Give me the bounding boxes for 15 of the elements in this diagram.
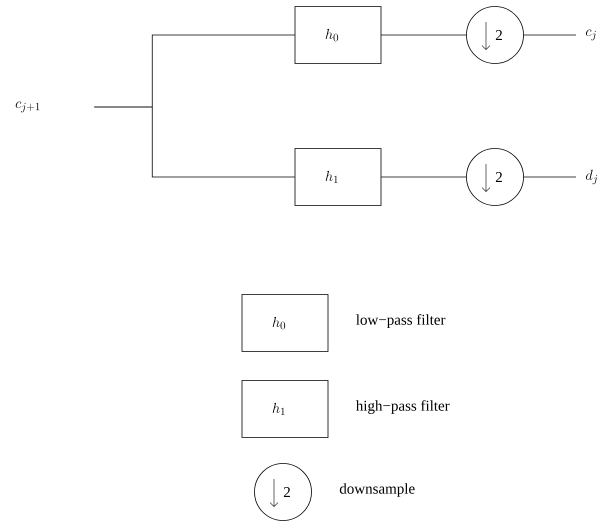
connector-line [94, 106, 295, 178]
legend-text: high−pass filter [356, 400, 450, 414]
connector-line [524, 176, 576, 178]
signal-label: $c_{j+1}$ [16, 102, 40, 112]
connector-line [381, 34, 466, 36]
filter-box: $h_1$ [294, 148, 382, 206]
legend-text: low−pass filter [356, 314, 446, 328]
filter-box: $h_1$ [242, 380, 328, 438]
signal-label: $c_j$ [586, 30, 596, 40]
connector-line [381, 176, 466, 178]
connector-line [524, 34, 576, 36]
filter-box: $h_0$ [242, 294, 328, 352]
filter-box: $h_0$ [294, 6, 382, 64]
signal-label: $d_j$ [586, 170, 598, 184]
legend-text: downsample [340, 483, 415, 497]
